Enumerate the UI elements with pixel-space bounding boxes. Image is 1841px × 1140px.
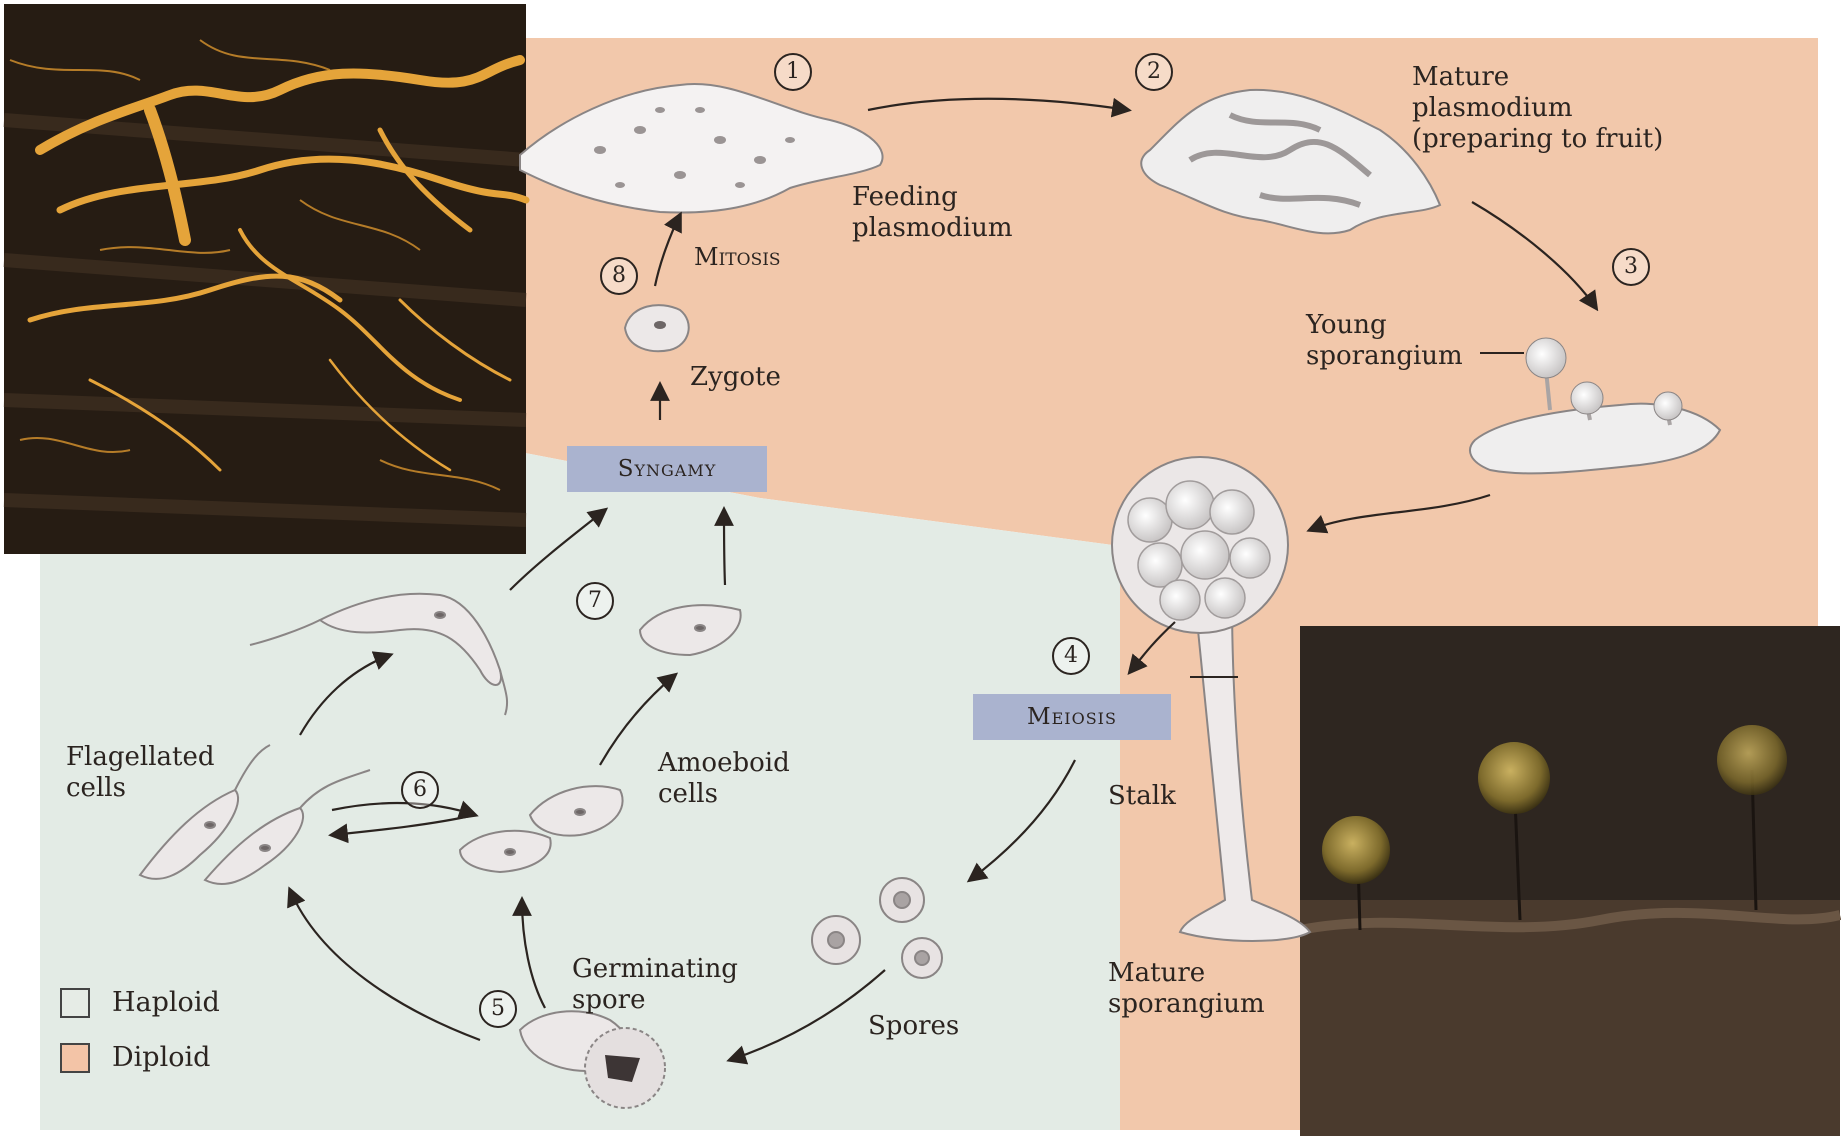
spores-label: Spores bbox=[868, 1011, 959, 1042]
zygote-illustration bbox=[625, 305, 689, 351]
step-2-marker: 2 bbox=[1135, 53, 1173, 91]
zygote-label: Zygote bbox=[690, 362, 781, 393]
syngamy-process-box: Syngamy bbox=[567, 446, 767, 492]
step-7-marker: 7 bbox=[576, 582, 614, 620]
step-1-marker: 1 bbox=[774, 53, 812, 91]
legend-haploid: Haploid bbox=[60, 987, 220, 1018]
step-8-marker: 8 bbox=[600, 257, 638, 295]
stalk-label: Stalk bbox=[1108, 781, 1176, 812]
slime-mold-photo bbox=[4, 4, 526, 554]
legend-diploid: Diploid bbox=[60, 1042, 210, 1073]
flagellated-cells-label: Flagellatedcells bbox=[66, 742, 215, 804]
feeding-plasmodium-label: Feedingplasmodium bbox=[852, 182, 1012, 244]
haploid-label: Haploid bbox=[112, 987, 220, 1018]
mature-sporangium-label: Maturesporangium bbox=[1108, 958, 1265, 1020]
amoeboid-cells-label: Amoeboidcells bbox=[658, 748, 790, 810]
mature-plasmodium-label: Matureplasmodium(preparing to fruit) bbox=[1412, 62, 1663, 155]
step-3-marker: 3 bbox=[1612, 248, 1650, 286]
diploid-swatch bbox=[60, 1043, 90, 1073]
step-6-marker: 6 bbox=[401, 771, 439, 809]
young-sporangium-label: Youngsporangium bbox=[1306, 310, 1463, 372]
meiosis-process-box: Meiosis bbox=[973, 694, 1171, 740]
haploid-swatch bbox=[60, 988, 90, 1018]
mitosis-label: Mitosis bbox=[694, 242, 781, 273]
germinating-spore-label: Germinatingspore bbox=[572, 954, 738, 1016]
step-4-marker: 4 bbox=[1052, 637, 1090, 675]
diploid-label: Diploid bbox=[112, 1042, 210, 1073]
sporangia-photo bbox=[1300, 626, 1840, 1136]
step-5-marker: 5 bbox=[479, 990, 517, 1028]
